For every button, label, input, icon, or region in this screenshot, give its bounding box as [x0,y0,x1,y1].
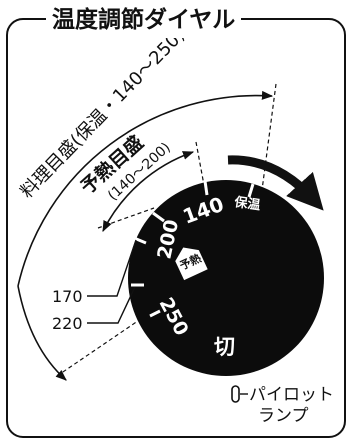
guide-line-keepwarm [261,83,277,191]
dial-knob[interactable] [128,180,324,376]
preheat-badge [175,247,208,281]
cooking-arc-upper [17,90,274,287]
notch-250 [149,309,161,318]
notch-keepwarm [203,180,209,196]
notch-170 [133,236,147,245]
guide-line-200 [97,207,155,229]
notch-200 [152,211,165,223]
guide-line-250 [56,309,155,377]
lamp-label-line2: ランプ [258,406,309,426]
mark-220: 220 [52,314,83,333]
rotation-arrow [227,155,324,211]
pilot-lamp [231,385,240,403]
pointer-220 [87,286,136,324]
dial-keep-warm: 保温 [232,194,261,214]
pointer-170 [87,239,137,297]
cooking-arc-lower [17,285,67,381]
diagram-title: 温度調節ダイヤル [46,2,242,38]
mark-170: 170 [52,287,83,306]
lamp-label-line1: パイロット [249,385,334,405]
dial-mark-off: 切 [214,335,235,359]
preheat-arc [102,151,195,232]
notch-right [247,183,255,198]
